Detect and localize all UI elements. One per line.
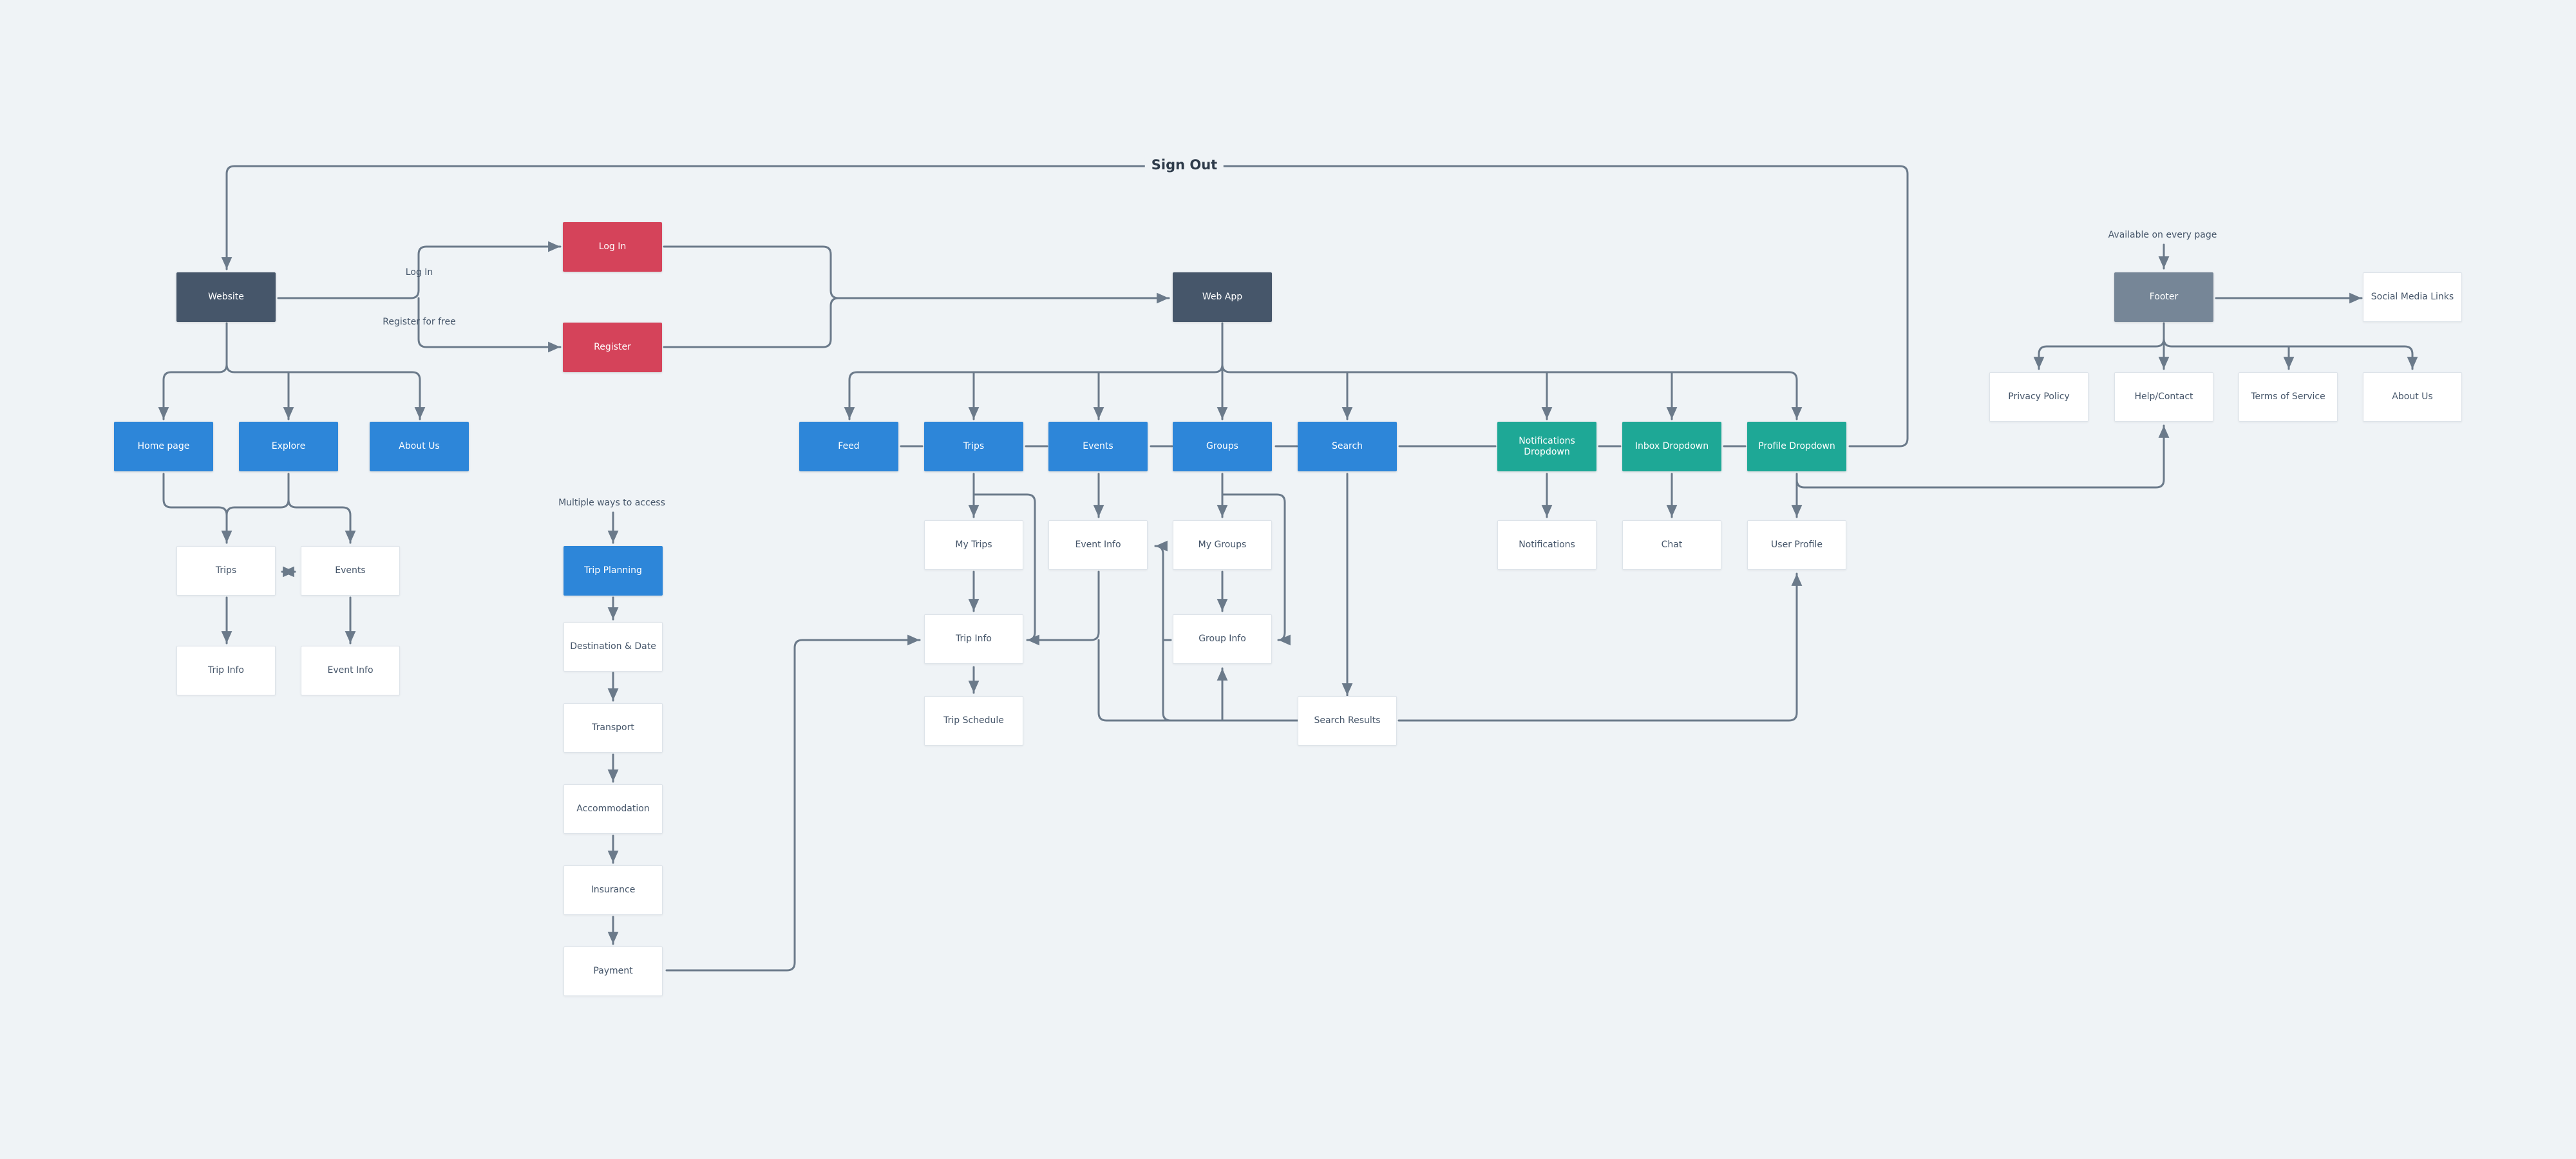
node-transport[interactable]: Transport — [564, 703, 663, 753]
node-footer-about-us[interactable]: About Us — [2363, 372, 2462, 422]
payment-to-tripinfo-line — [665, 634, 921, 972]
multiple-ways-label: Multiple ways to access — [558, 498, 665, 508]
website-to-site-pages-line — [158, 322, 228, 420]
website-to-login-line — [277, 241, 562, 299]
node-my-trips[interactable]: My Trips — [924, 520, 1023, 570]
home-explore-to-trips-events-line — [162, 473, 232, 544]
node-social-media-links[interactable]: Social Media Links — [2363, 272, 2462, 322]
login-to-webapp-line — [663, 245, 1170, 304]
sign-out-label: Sign Out — [1144, 157, 1224, 173]
node-group-info[interactable]: Group Info — [1173, 614, 1272, 664]
node-profile-dropdown[interactable]: Profile Dropdown — [1747, 422, 1846, 471]
node-home-page[interactable]: Home page — [114, 422, 213, 471]
node-register[interactable]: Register — [563, 323, 662, 372]
profile-to-help-line — [1795, 424, 2170, 489]
node-events[interactable]: Events — [1048, 422, 1148, 471]
node-website[interactable]: Website — [176, 272, 276, 322]
node-explore-trip-info[interactable]: Trip Info — [176, 646, 276, 695]
node-feed[interactable]: Feed — [799, 422, 898, 471]
node-privacy-policy[interactable]: Privacy Policy — [1989, 372, 2088, 422]
node-payment[interactable]: Payment — [564, 947, 663, 996]
node-explore[interactable]: Explore — [239, 422, 338, 471]
node-destination-date[interactable]: Destination & Date — [564, 622, 663, 672]
node-chat[interactable]: Chat — [1622, 520, 1721, 570]
node-user-profile[interactable]: User Profile — [1747, 520, 1846, 570]
node-explore-event-info[interactable]: Event Info — [301, 646, 400, 695]
node-footer[interactable]: Footer — [2114, 272, 2213, 322]
signout-line — [221, 165, 1909, 448]
node-my-groups[interactable]: My Groups — [1173, 520, 1272, 570]
node-log-in[interactable]: Log In — [563, 222, 662, 272]
log-in-edge-label: Log In — [405, 267, 433, 278]
node-groups[interactable]: Groups — [1173, 422, 1272, 471]
node-explore-trips[interactable]: Trips — [176, 546, 276, 596]
node-event-info[interactable]: Event Info — [1048, 520, 1148, 570]
results-back-links-line — [1097, 639, 1299, 722]
register-to-webapp-line — [663, 297, 840, 348]
node-trip-info[interactable]: Trip Info — [924, 614, 1023, 664]
node-search[interactable]: Search — [1298, 422, 1397, 471]
register-edge-label: Register for free — [383, 317, 456, 327]
node-trips[interactable]: Trips — [924, 422, 1023, 471]
website-to-register-line — [417, 297, 562, 353]
node-web-app[interactable]: Web App — [1173, 272, 1272, 322]
node-insurance[interactable]: Insurance — [564, 865, 663, 915]
node-notifications-dropdown[interactable]: Notifications Dropdown — [1497, 422, 1596, 471]
node-help-contact[interactable]: Help/Contact — [2114, 372, 2213, 422]
node-accommodation[interactable]: Accommodation — [564, 784, 663, 834]
node-inbox-dropdown[interactable]: Inbox Dropdown — [1622, 422, 1721, 471]
every-page-label: Available on every page — [2108, 230, 2217, 240]
node-site-about-us[interactable]: About Us — [370, 422, 469, 471]
node-explore-events[interactable]: Events — [301, 546, 400, 596]
node-search-results[interactable]: Search Results — [1298, 696, 1397, 746]
results-to-profile-line — [1397, 572, 1803, 722]
node-trip-planning[interactable]: Trip Planning — [564, 546, 663, 596]
node-trip-schedule[interactable]: Trip Schedule — [924, 696, 1023, 746]
node-notifications[interactable]: Notifications — [1497, 520, 1596, 570]
node-terms-of-service[interactable]: Terms of Service — [2239, 372, 2338, 422]
